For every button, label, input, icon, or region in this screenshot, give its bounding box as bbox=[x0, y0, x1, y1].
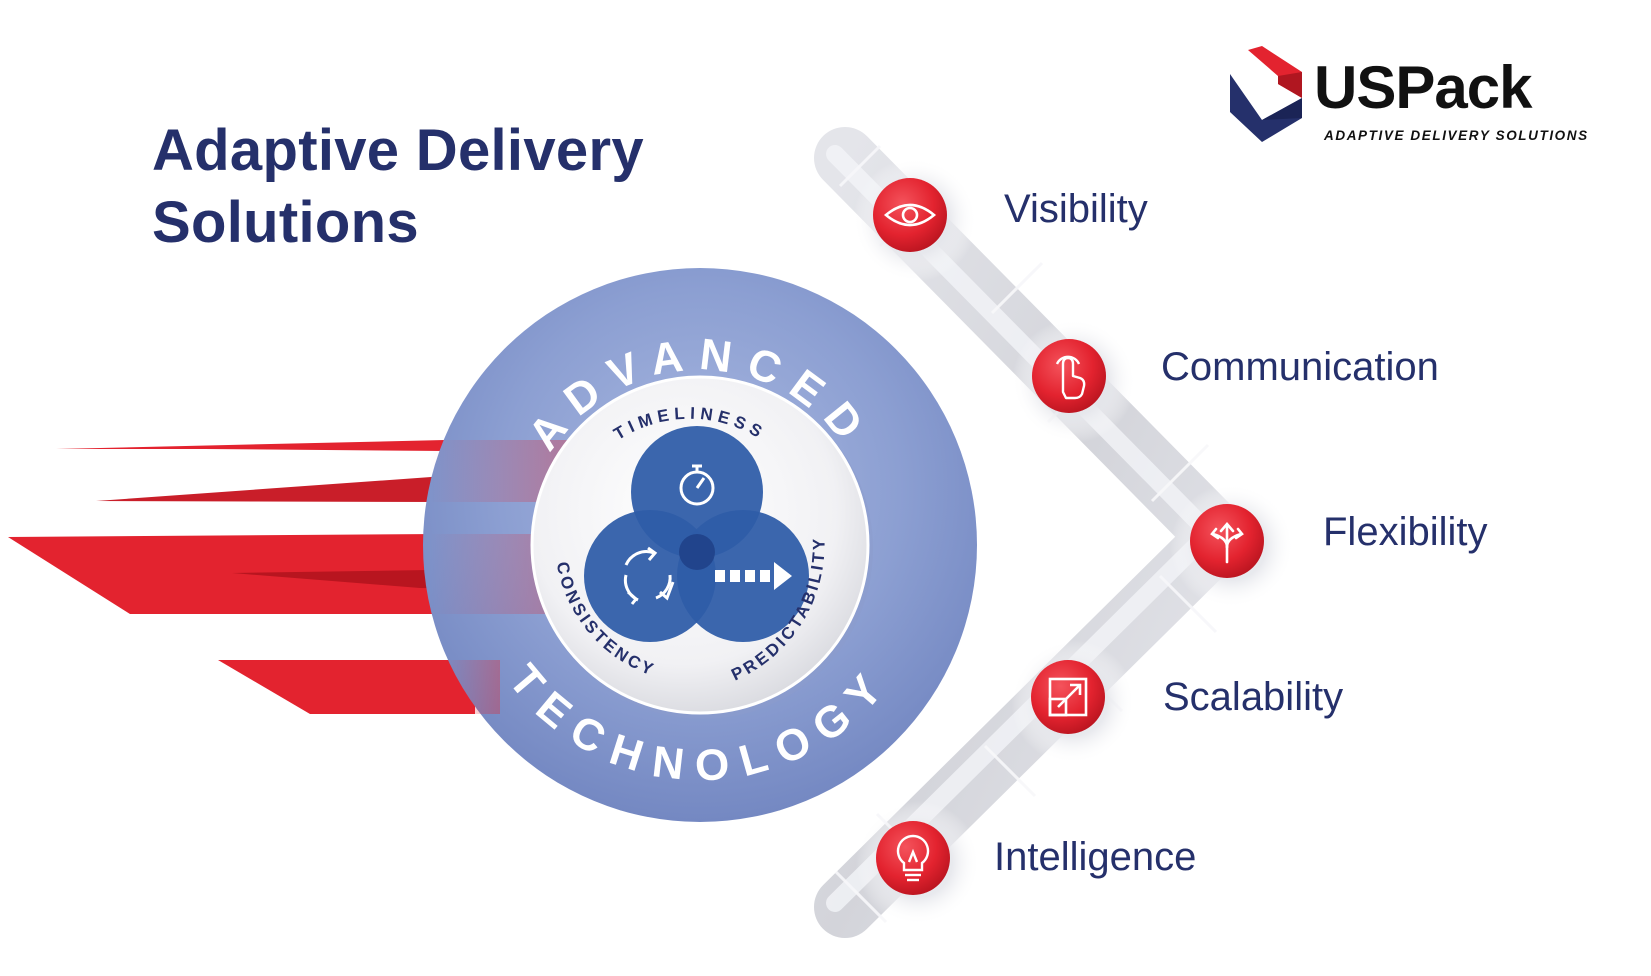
benefit-label-visibility: Visibility bbox=[1004, 187, 1148, 231]
benefit-label-scalability: Scalability bbox=[1163, 675, 1344, 719]
track-joint bbox=[838, 144, 882, 188]
track-joint bbox=[990, 261, 1044, 315]
track-joint bbox=[1150, 443, 1210, 503]
benefit-nodes bbox=[853, 158, 1294, 925]
uspack-logo-mark-icon bbox=[1230, 46, 1302, 142]
track-joint bbox=[834, 870, 888, 924]
split-arrows-icon bbox=[1210, 522, 1244, 564]
benefit-node-flexibility bbox=[1170, 484, 1294, 608]
track-joint bbox=[983, 744, 1037, 798]
speed-streak bbox=[8, 534, 440, 614]
uspack-wordmark: USPack bbox=[1314, 54, 1532, 121]
benefit-label-intelligence: Intelligence bbox=[994, 835, 1197, 879]
speed-streak bbox=[96, 476, 445, 502]
speed-streak-overlay bbox=[440, 660, 500, 714]
benefit-label-communication: Communication bbox=[1161, 345, 1439, 389]
speed-streak bbox=[218, 660, 475, 714]
benefit-node-scalability bbox=[1011, 640, 1135, 764]
benefit-node-visibility bbox=[853, 158, 977, 282]
uspack-tagline: ADAPTIVE DELIVERY SOLUTIONS bbox=[1324, 128, 1589, 143]
stopwatch-icon bbox=[679, 464, 715, 506]
benefit-node-intelligence bbox=[856, 801, 980, 925]
uspack-logo: USPack ADAPTIVE DELIVERY SOLUTIONS bbox=[1222, 46, 1622, 146]
core-circle: ADVANCED TECHNOLOGY bbox=[423, 268, 977, 822]
venn-diagram: TIMELINESS CONSISTENCY PREDICTABILITY bbox=[553, 404, 826, 685]
dashed-arrow-icon bbox=[715, 562, 792, 590]
cycle-arrows-icon bbox=[623, 546, 675, 605]
benefit-label-flexibility: Flexibility bbox=[1323, 510, 1488, 554]
track-joint bbox=[1158, 574, 1218, 634]
expand-box-icon bbox=[1048, 677, 1088, 717]
pointer-hand-icon bbox=[1055, 355, 1086, 400]
eye-icon bbox=[883, 203, 937, 227]
benefit-node-communication bbox=[1012, 319, 1136, 443]
page-title-line-1: Adaptive Delivery bbox=[152, 118, 644, 183]
speed-streak bbox=[56, 440, 445, 451]
page-title-line-2: Solutions bbox=[152, 190, 419, 255]
lightbulb-icon bbox=[896, 834, 930, 882]
venn-overlap bbox=[679, 534, 715, 570]
